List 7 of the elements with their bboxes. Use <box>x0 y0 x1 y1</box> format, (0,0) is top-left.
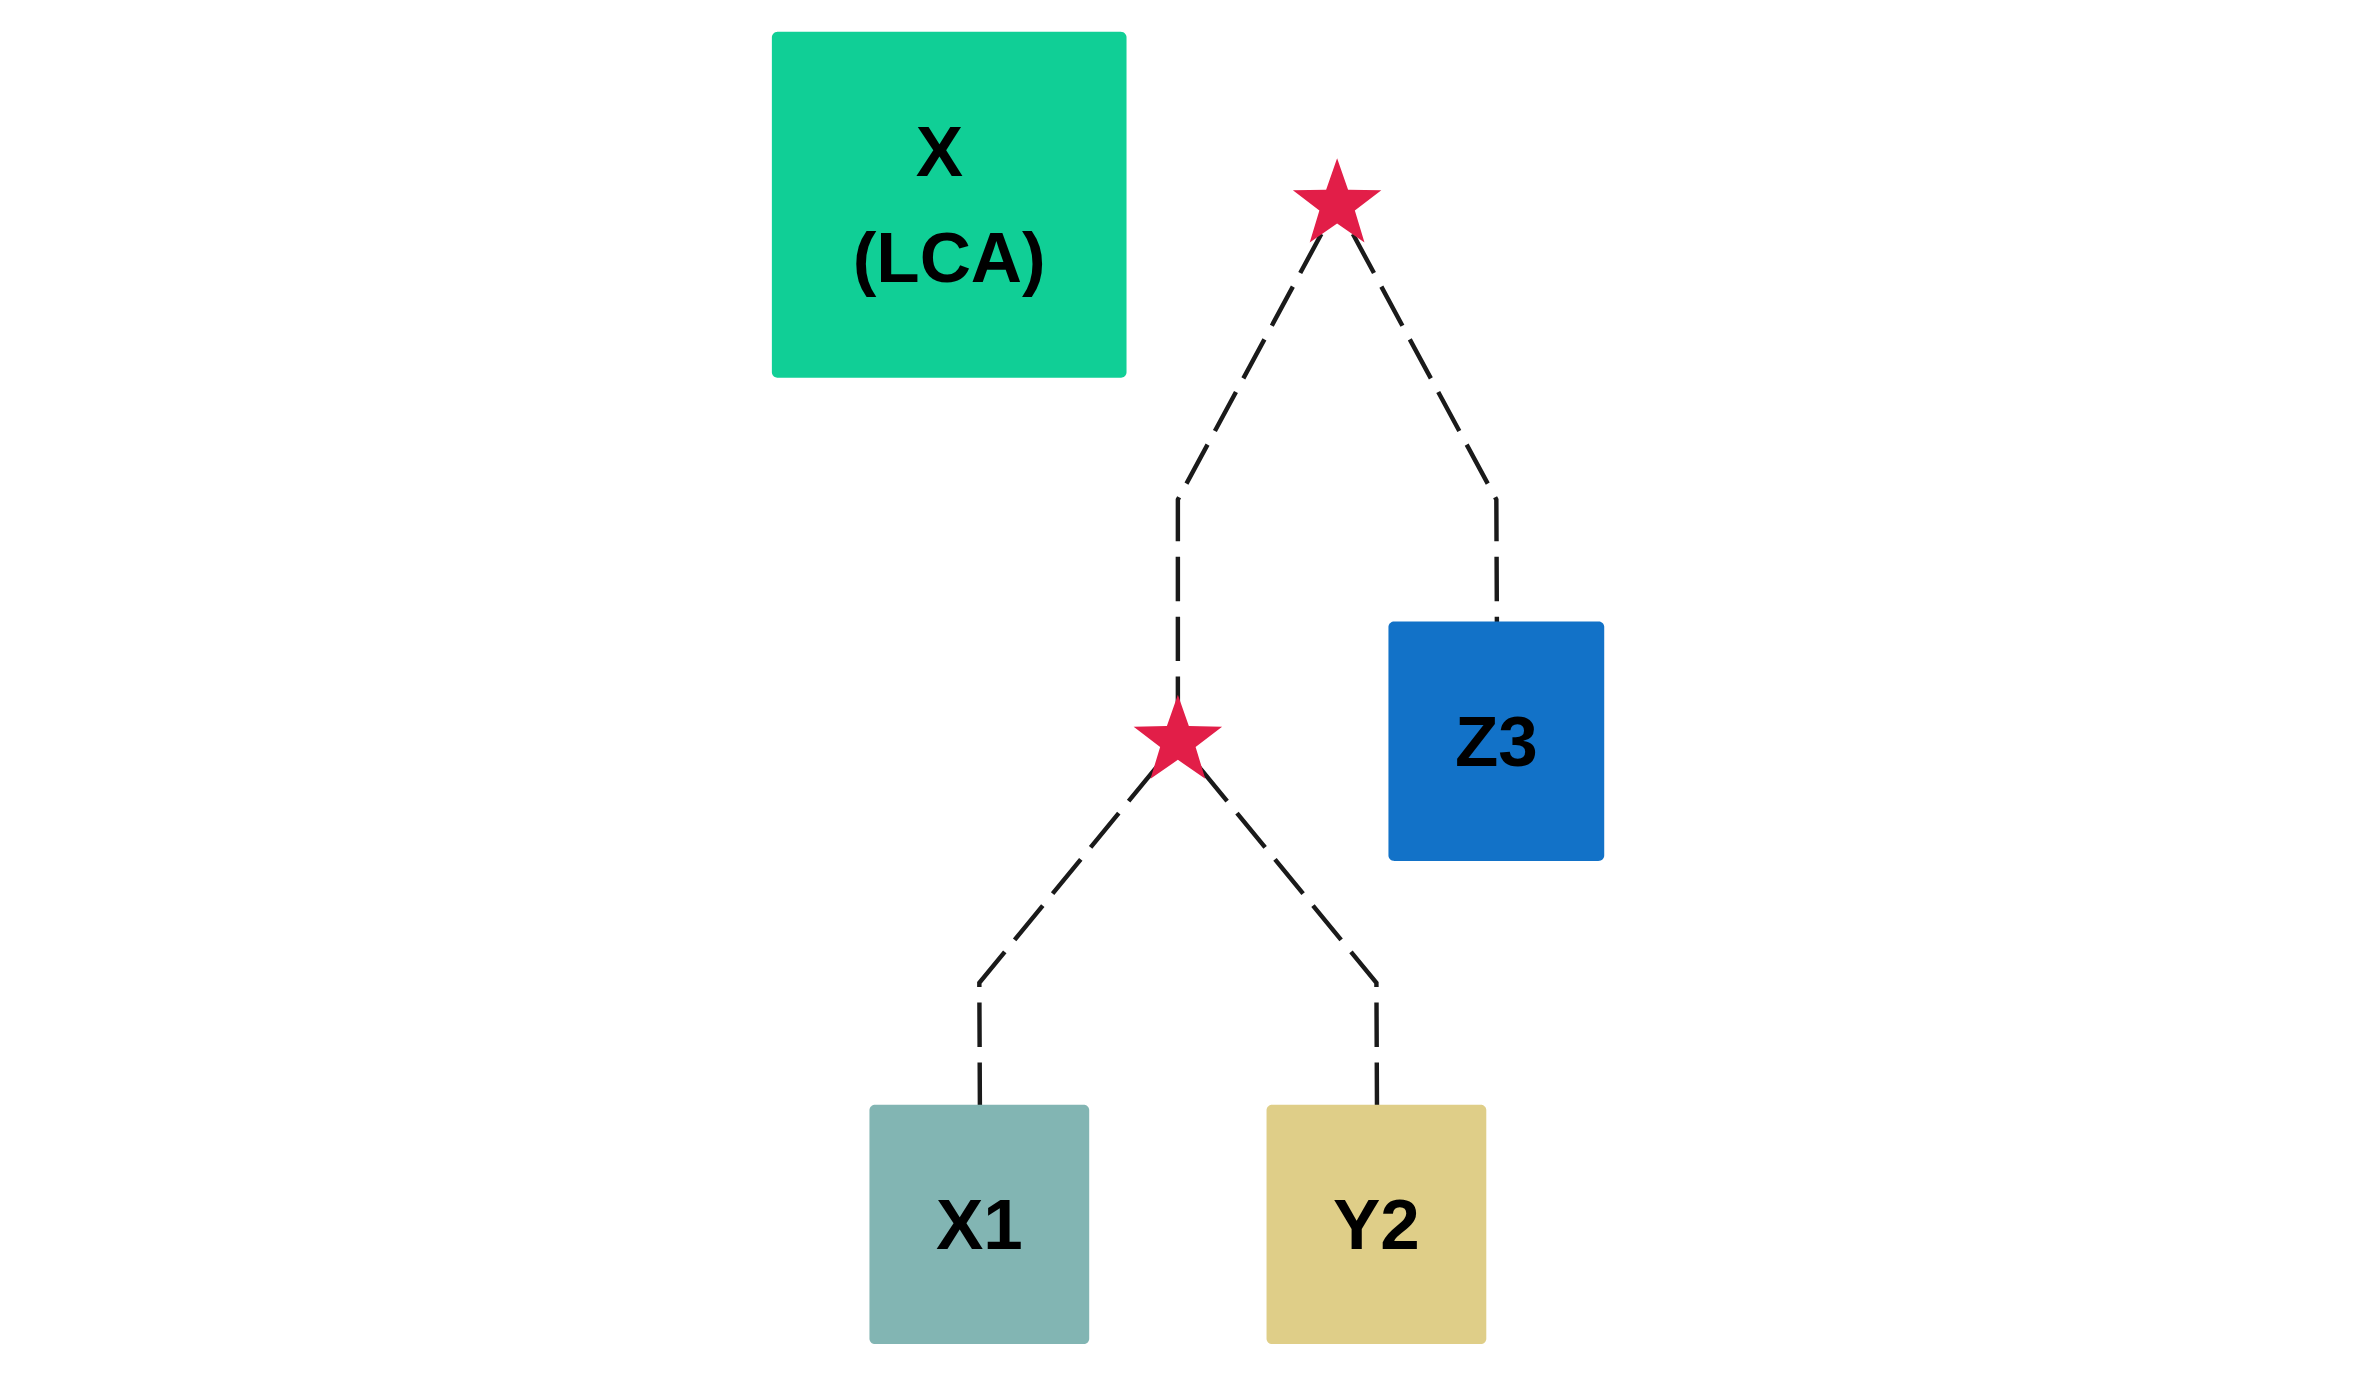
connector <box>1351 232 1500 622</box>
node-box: X (LCA) <box>772 31 1127 378</box>
node-box: Z3 <box>1388 621 1605 861</box>
node-box: Y2 <box>1267 1104 1487 1344</box>
node-box: X1 <box>869 1104 1090 1344</box>
node-star <box>1293 157 1382 242</box>
node-star <box>1134 694 1223 779</box>
